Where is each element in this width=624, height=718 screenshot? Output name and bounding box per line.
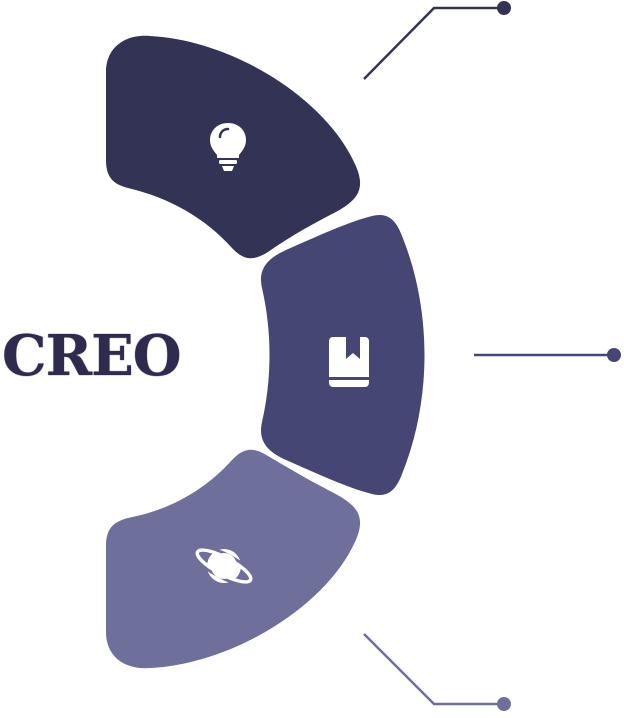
connector-bottom bbox=[363, 633, 511, 711]
connector-top-dot bbox=[497, 1, 511, 15]
brand-title: CREO bbox=[2, 323, 182, 389]
planet-icon bbox=[192, 545, 256, 587]
lightbulb-icon bbox=[210, 123, 246, 171]
bookmark-book-icon bbox=[329, 337, 369, 387]
connector-top bbox=[363, 1, 511, 80]
connector-middle-dot bbox=[607, 348, 621, 362]
segment-planet[interactable] bbox=[106, 449, 361, 669]
connector-middle bbox=[474, 348, 621, 362]
connector-bottom-line bbox=[363, 633, 504, 706]
connector-bottom-dot bbox=[497, 697, 511, 711]
segment-book[interactable] bbox=[261, 214, 425, 496]
segment-idea[interactable] bbox=[106, 35, 361, 259]
connector-top-line bbox=[363, 6, 504, 80]
